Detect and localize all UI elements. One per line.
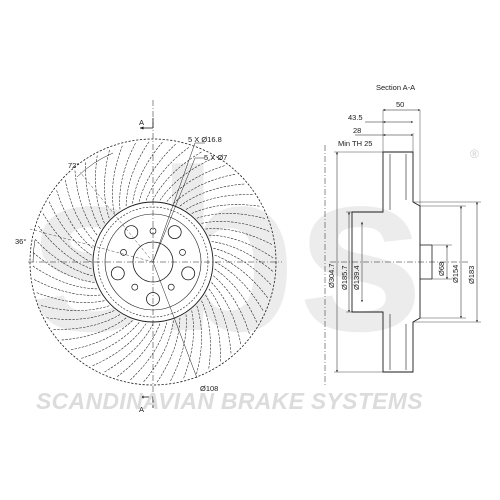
cooling-vane [211,241,274,273]
cooling-vane [60,317,127,341]
diameter-139-4-label: Ø139.4 [352,265,361,290]
cooling-vane [166,165,226,202]
cooling-vane [213,275,250,335]
cooling-vane [34,238,93,277]
cooling-vane [214,254,269,299]
center-bore-label: Ø68 [437,262,446,276]
cooling-vane [129,322,168,381]
leader-pcd [152,261,198,379]
cooling-vane [138,143,177,202]
cooling-vane [195,305,202,376]
cooling-vane [201,221,271,232]
bolt-hole-label: 5 X Ø16.8 [188,135,222,144]
cooling-vane [214,268,258,324]
cooling-vane [52,314,121,330]
section-marker-bottom: A [139,405,144,414]
cooling-vane [183,310,194,380]
cooling-vane [104,148,111,219]
cooling-vane [42,212,92,263]
cooling-vane [103,323,154,373]
cooling-vane [74,169,98,236]
cooling-vane [32,251,95,283]
bolt-holes [110,225,196,306]
cooling-vane [80,322,140,359]
cooling-vane [201,300,211,370]
cooling-vane [69,320,133,351]
cooling-vane [37,225,92,270]
cooling-vane [45,310,115,320]
angle-72-arc [76,152,114,178]
leader-bolt-holes [152,142,196,263]
cooling-vane [152,151,203,201]
cooling-vane [185,194,254,210]
cooling-vane [119,142,137,210]
cooling-vane [64,178,95,242]
angle-36-label: 36° [15,237,26,246]
min-thickness-label: Min TH 25 [338,139,372,148]
cooling-vane [169,314,187,382]
cooling-vane [35,292,105,303]
angle-72-label: 72° [68,161,79,170]
bolt-hole [181,266,196,281]
cooling-vane [33,278,101,296]
width-50-label: 50 [396,100,404,109]
thickness-28-label: 28 [353,126,361,135]
vent-channel-lines [389,154,407,370]
angle-36-arc [32,239,36,263]
outer-diameter-label: Ø304.7 [327,263,336,288]
diameter-185-7-label: Ø185.7 [340,265,349,290]
cooling-vane [31,265,98,290]
leader-small-holes [152,157,196,263]
cooling-vane [85,161,101,230]
locating-hole [120,249,127,256]
cooling-vane [211,282,242,346]
cooling-vane [191,204,261,214]
locating-holes [120,227,186,291]
cooling-vane [159,157,215,201]
cooling-vane [116,323,161,378]
watermark-registered-mark: ® [470,147,479,161]
section-title: Section A-A [376,83,415,92]
cooling-vane [205,228,273,246]
cooling-vane [112,144,123,214]
cooling-vane [142,320,174,383]
cooling-vane [205,294,221,363]
cooling-vane [91,323,147,367]
cooling-vane [208,234,275,259]
bolt-hole [124,225,139,240]
width-43-5-label: 43.5 [348,113,363,122]
bolt-hole [167,225,182,240]
cooling-vane [179,183,246,207]
hat-diameter-label: Ø154 [451,265,460,283]
cooling-vane [214,261,264,312]
front-view: 5 X Ø16.8 5 X Ø7 Ø108 72° 36° A A [15,100,282,414]
cooling-vane [145,146,190,201]
cooling-vane [208,288,232,355]
locating-hole [179,249,186,256]
watermark-tagline: SCANDINAVIAN BRAKE SYSTEMS [36,388,423,414]
locating-hole [167,283,175,291]
cooling-vane [156,317,181,384]
locating-hole [131,283,139,291]
pcd-label: Ø108 [200,384,218,393]
locating-hole-label: 5 X Ø7 [204,153,227,162]
cooling-vane [56,189,93,249]
cooling-vane [132,141,164,204]
cooling-vane [48,200,92,256]
cooling-vane [39,304,110,311]
section-view: Section A-A 50 43.5 28 Min TH 25 Ø304.7 … [324,83,481,385]
section-marker-top: A [139,118,144,127]
cooling-vanes [31,140,275,384]
cooling-vane [213,247,272,286]
cooling-vane [125,140,150,207]
bolt-hole [110,266,125,281]
diameter-183-label: Ø183 [467,266,476,284]
cooling-vane [196,213,267,220]
